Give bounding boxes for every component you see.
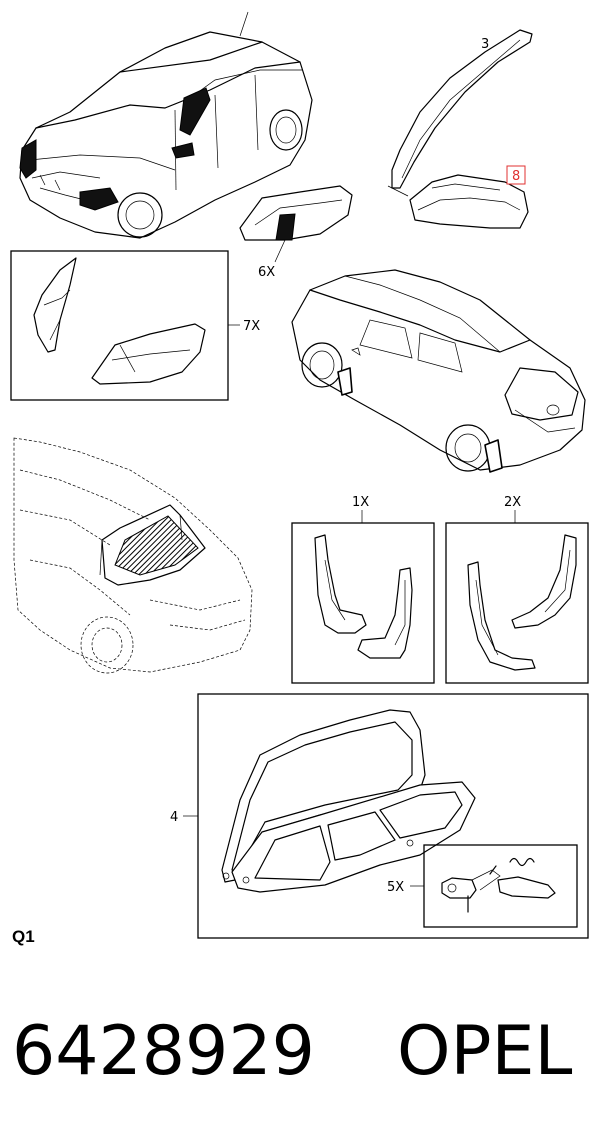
callout-6: 6X [258,265,275,280]
trim-strip-part [391,29,533,189]
car-rear-illustration [291,269,586,473]
callout-2: 2X [504,495,521,510]
callout-labels: 3 8 6X 7X 1X 2X 4 5X [170,37,526,895]
wind-deflector-group [183,693,589,939]
fog-lamp-group [10,250,240,401]
section-label: Q1 [12,927,35,946]
mirror-cap-part [387,174,529,229]
callout-4: 4 [170,810,178,825]
callout-8-highlight [506,165,526,185]
brand-name: OPEL [397,1012,572,1091]
mounting-hardware-group [410,844,578,928]
callout-1: 1X [352,495,369,510]
headlamp-part [239,185,353,263]
car-front-illustration [19,11,313,239]
callout-7: 7X [243,319,260,334]
fog-lamp-box [10,250,229,401]
callout-3: 3 [481,37,489,52]
callout-5: 5X [387,880,404,895]
car-convertible-illustration [13,437,253,674]
front-mud-flaps-box [291,522,435,684]
rear-mud-flaps-group [445,510,589,684]
rear-mud-flaps-box [445,522,589,684]
callout-8: 8 [512,169,520,184]
part-number: 6428929 [12,1012,315,1091]
front-mud-flaps-group [291,510,435,684]
